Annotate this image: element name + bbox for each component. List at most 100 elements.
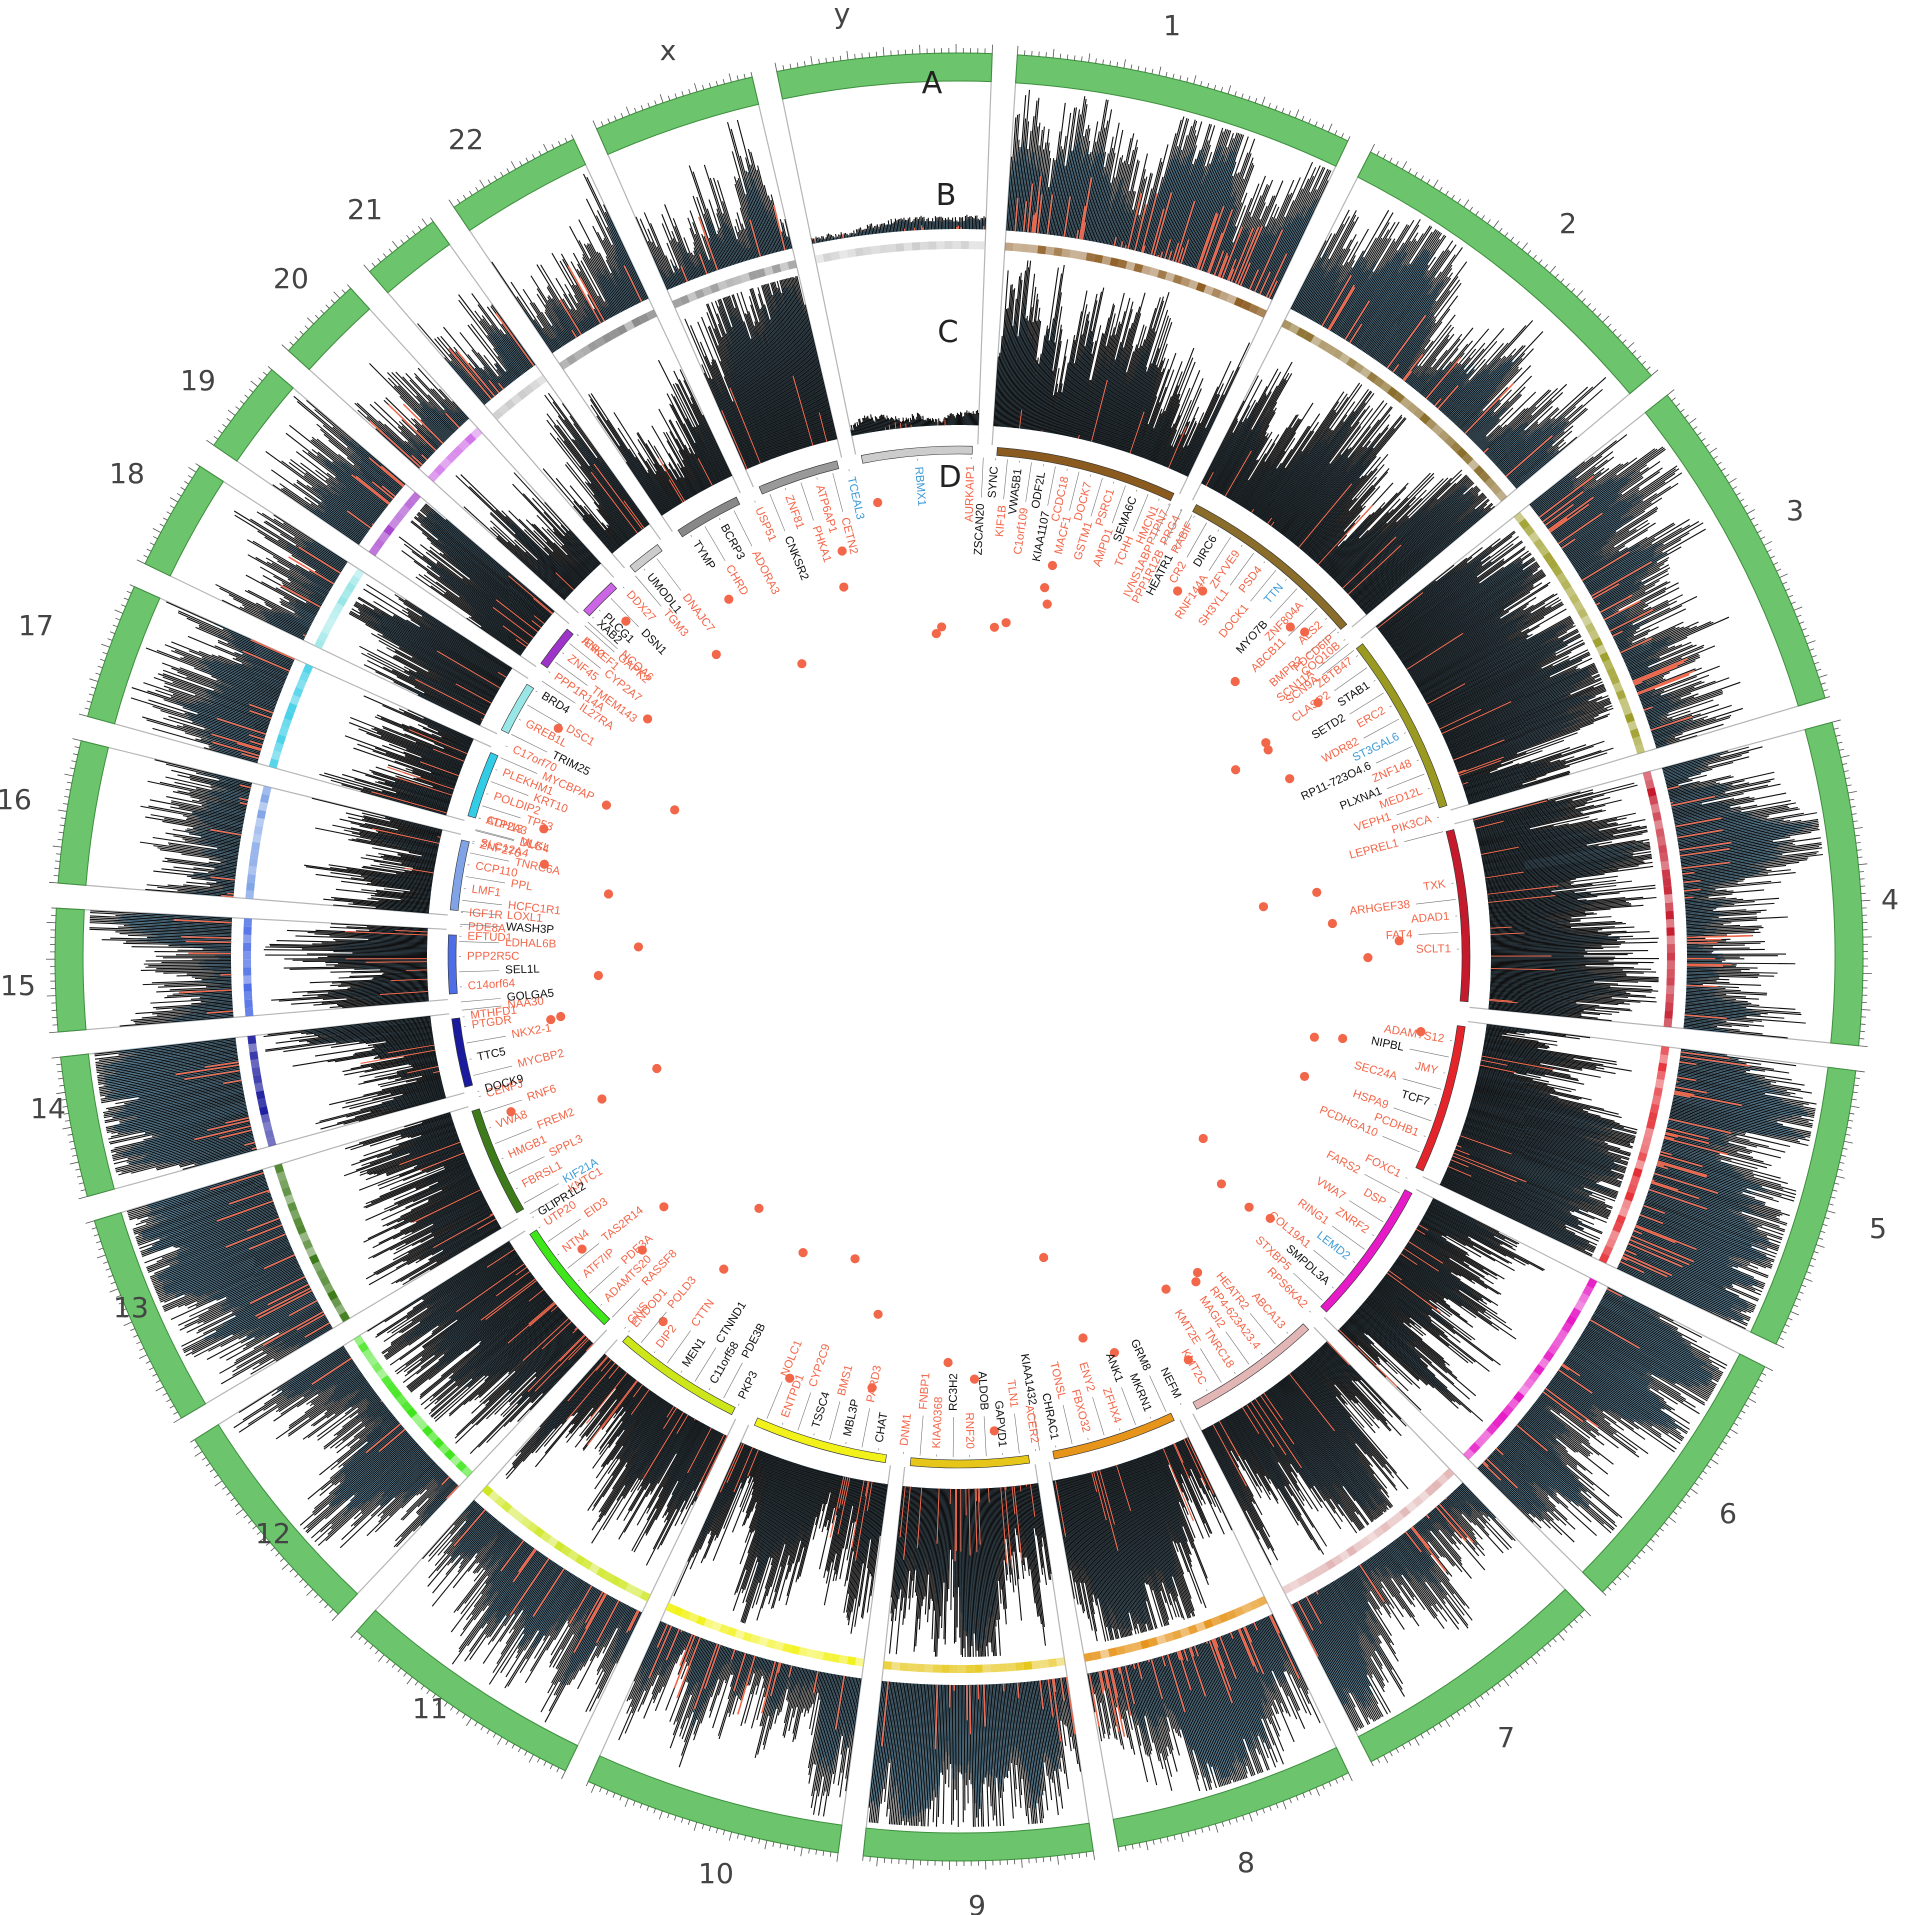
ideogram-tick xyxy=(1426,179,1431,184)
track-b-spike xyxy=(1399,321,1443,378)
track-b-spike xyxy=(1506,407,1587,478)
track-b-spike xyxy=(1377,271,1442,362)
ideogram-tick xyxy=(126,590,132,594)
ideogram-tick xyxy=(1095,58,1097,64)
ideogram-tick xyxy=(105,1268,111,1271)
track-b-red-bar xyxy=(1230,228,1254,283)
track-b-spike xyxy=(1251,216,1286,291)
ideogram-tick xyxy=(1214,1823,1219,1833)
track-b-red-bar xyxy=(1595,602,1601,606)
ideogram-tick xyxy=(1057,1855,1059,1865)
ideogram-tick xyxy=(1552,1638,1557,1643)
track-b-spike xyxy=(1466,389,1512,436)
ideogram-chr-7 xyxy=(1357,1588,1586,1763)
ideogram-tick xyxy=(647,102,650,108)
ideogram-tick xyxy=(1855,842,1861,844)
track-b-spike xyxy=(1473,394,1523,443)
ideogram-tick xyxy=(1735,492,1741,496)
track-b-spike xyxy=(1557,471,1661,543)
track-b-red-bar xyxy=(1031,214,1035,233)
track-b-spike xyxy=(1553,460,1661,538)
track-b-spike xyxy=(1409,334,1450,386)
ideogram-tick xyxy=(1565,283,1570,288)
ideogram-tick xyxy=(222,424,227,428)
ideogram-tick xyxy=(1799,621,1805,625)
track-b-spike xyxy=(1337,241,1396,336)
track-b-spike xyxy=(1094,147,1114,242)
track-b-spike xyxy=(1152,149,1183,256)
track-b-spike xyxy=(1081,99,1108,240)
ideogram-tick xyxy=(1295,1795,1299,1801)
track-b-spike xyxy=(1368,256,1436,356)
ideogram-tick xyxy=(1462,1707,1467,1712)
track-b-red-bar xyxy=(1034,176,1042,234)
track-b-red-bar xyxy=(1200,205,1225,271)
ideogram-tick xyxy=(764,1840,768,1850)
ideogram-tick xyxy=(1302,1792,1306,1798)
track-b-spike xyxy=(1010,113,1020,231)
ideogram-tick xyxy=(1584,1609,1592,1617)
track-b-spike xyxy=(1305,248,1344,318)
ideogram-tick xyxy=(1497,1682,1502,1688)
ideogram-tick xyxy=(1820,1230,1826,1233)
ideogram-tick xyxy=(625,106,630,116)
ideogram-tick xyxy=(1158,66,1162,76)
track-b-spike xyxy=(1577,529,1649,574)
ideogram-tick xyxy=(1787,1317,1793,1321)
ideogram-tick xyxy=(187,475,193,479)
ideogram-tick xyxy=(1849,1112,1855,1115)
ideogram-tick xyxy=(1714,1452,1720,1457)
ideogram-tick xyxy=(1341,133,1344,139)
ideogram-tick xyxy=(130,1328,136,1332)
ideogram-tick xyxy=(1744,1404,1750,1408)
chromosome-boundary-spoke xyxy=(977,53,993,445)
ideogram-tick xyxy=(358,1635,363,1641)
track-b-spike xyxy=(1362,232,1443,352)
track-b-red-bar xyxy=(1544,503,1574,526)
ideogram-tick xyxy=(1503,1678,1510,1687)
track-b-red-bar xyxy=(1218,255,1229,278)
track-b-spike xyxy=(1181,128,1227,265)
track-b-spike xyxy=(1374,250,1451,360)
ideogram-tick xyxy=(1180,1833,1184,1843)
ideogram-tick xyxy=(1785,588,1791,592)
ideogram-tick xyxy=(90,686,96,689)
ideogram-tick xyxy=(1793,606,1803,611)
track-b-spike xyxy=(1507,408,1588,480)
ideogram-tick xyxy=(66,781,72,784)
ideogram-tick xyxy=(173,1411,178,1415)
ideogram-tick xyxy=(702,84,705,90)
track-b-spike xyxy=(1110,163,1130,246)
ideogram-tick xyxy=(462,194,467,200)
ideogram-tick xyxy=(793,1845,796,1852)
track-b-red-bar xyxy=(1403,370,1413,382)
track-b-spike xyxy=(1436,373,1468,409)
track-b-spike xyxy=(1201,173,1238,272)
ideogram-tick xyxy=(619,1795,622,1801)
track-b-spike xyxy=(1316,255,1356,324)
ideogram-tick xyxy=(1857,856,1863,858)
ideogram-tick xyxy=(456,198,461,204)
track-b-spike xyxy=(1267,168,1329,298)
track-b-red-bar xyxy=(1142,245,1146,253)
track-b-spike xyxy=(1564,500,1644,554)
ideogram-tick xyxy=(1849,798,1855,801)
ideogram-tick xyxy=(88,693,94,696)
ideogram-tick xyxy=(1581,298,1586,303)
track-b-red-bar xyxy=(1014,197,1019,232)
track-b-spike xyxy=(1376,277,1436,362)
track-b-spike xyxy=(1405,324,1452,384)
ideogram-chr-11 xyxy=(356,1609,579,1772)
ideogram-tick xyxy=(1314,121,1318,127)
track-b-spike xyxy=(1463,386,1508,433)
track-b-spike xyxy=(1595,567,1660,605)
track-b-spike xyxy=(1440,379,1470,412)
ideogram-tick xyxy=(1560,278,1565,283)
ideogram-tick xyxy=(1834,1182,1840,1185)
ideogram-tick xyxy=(1124,1845,1127,1851)
ideogram-tick xyxy=(1811,1257,1817,1261)
ideogram-tick xyxy=(1516,241,1520,246)
track-b-spike xyxy=(1427,328,1490,401)
track-b-spike xyxy=(1039,150,1051,234)
track-b-spike xyxy=(1549,447,1665,532)
